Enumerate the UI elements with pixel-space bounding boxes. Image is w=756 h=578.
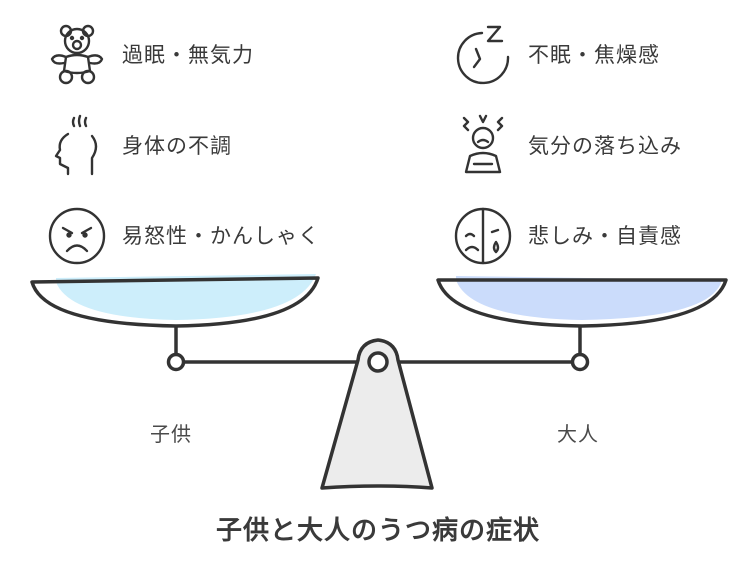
right-item-label: 悲しみ・自責感 bbox=[528, 224, 682, 248]
right-item-insomnia: 不眠・焦燥感 bbox=[452, 22, 660, 86]
head-profile-icon bbox=[46, 114, 108, 176]
left-item-label: 易怒性・かんしゃく bbox=[122, 224, 320, 248]
teddy-bear-icon bbox=[46, 23, 108, 85]
right-pan-label: 大人 bbox=[557, 422, 599, 446]
left-item-physical: 身体の不調 bbox=[46, 113, 232, 177]
left-item-oversleep: 過眠・無気力 bbox=[46, 22, 254, 86]
left-item-irritability: 易怒性・かんしゃく bbox=[46, 203, 320, 267]
right-pan bbox=[436, 278, 728, 328]
center-pivot bbox=[367, 351, 389, 373]
right-item-label: 気分の落ち込み bbox=[528, 134, 682, 158]
right-item-depressed-mood: 気分の落ち込み bbox=[452, 113, 682, 177]
left-pan-fill bbox=[56, 274, 316, 320]
stressed-person-icon bbox=[452, 114, 514, 176]
angry-face-icon bbox=[46, 204, 108, 266]
sleepless-icon bbox=[452, 23, 514, 85]
left-item-label: 身体の不調 bbox=[122, 134, 232, 158]
left-item-label: 過眠・無気力 bbox=[122, 43, 254, 67]
right-pivot bbox=[570, 352, 590, 372]
right-item-label: 不眠・焦燥感 bbox=[528, 43, 660, 67]
scale-stand bbox=[320, 338, 434, 490]
right-item-sadness: 悲しみ・自責感 bbox=[452, 203, 682, 267]
left-pivot bbox=[166, 352, 186, 372]
left-pan-label: 子供 bbox=[150, 422, 192, 446]
right-pan-fill bbox=[456, 276, 722, 320]
diagram-title: 子供と大人のうつ病の症状 bbox=[215, 516, 540, 546]
left-pan bbox=[30, 276, 320, 328]
sad-face-icon bbox=[452, 204, 514, 266]
